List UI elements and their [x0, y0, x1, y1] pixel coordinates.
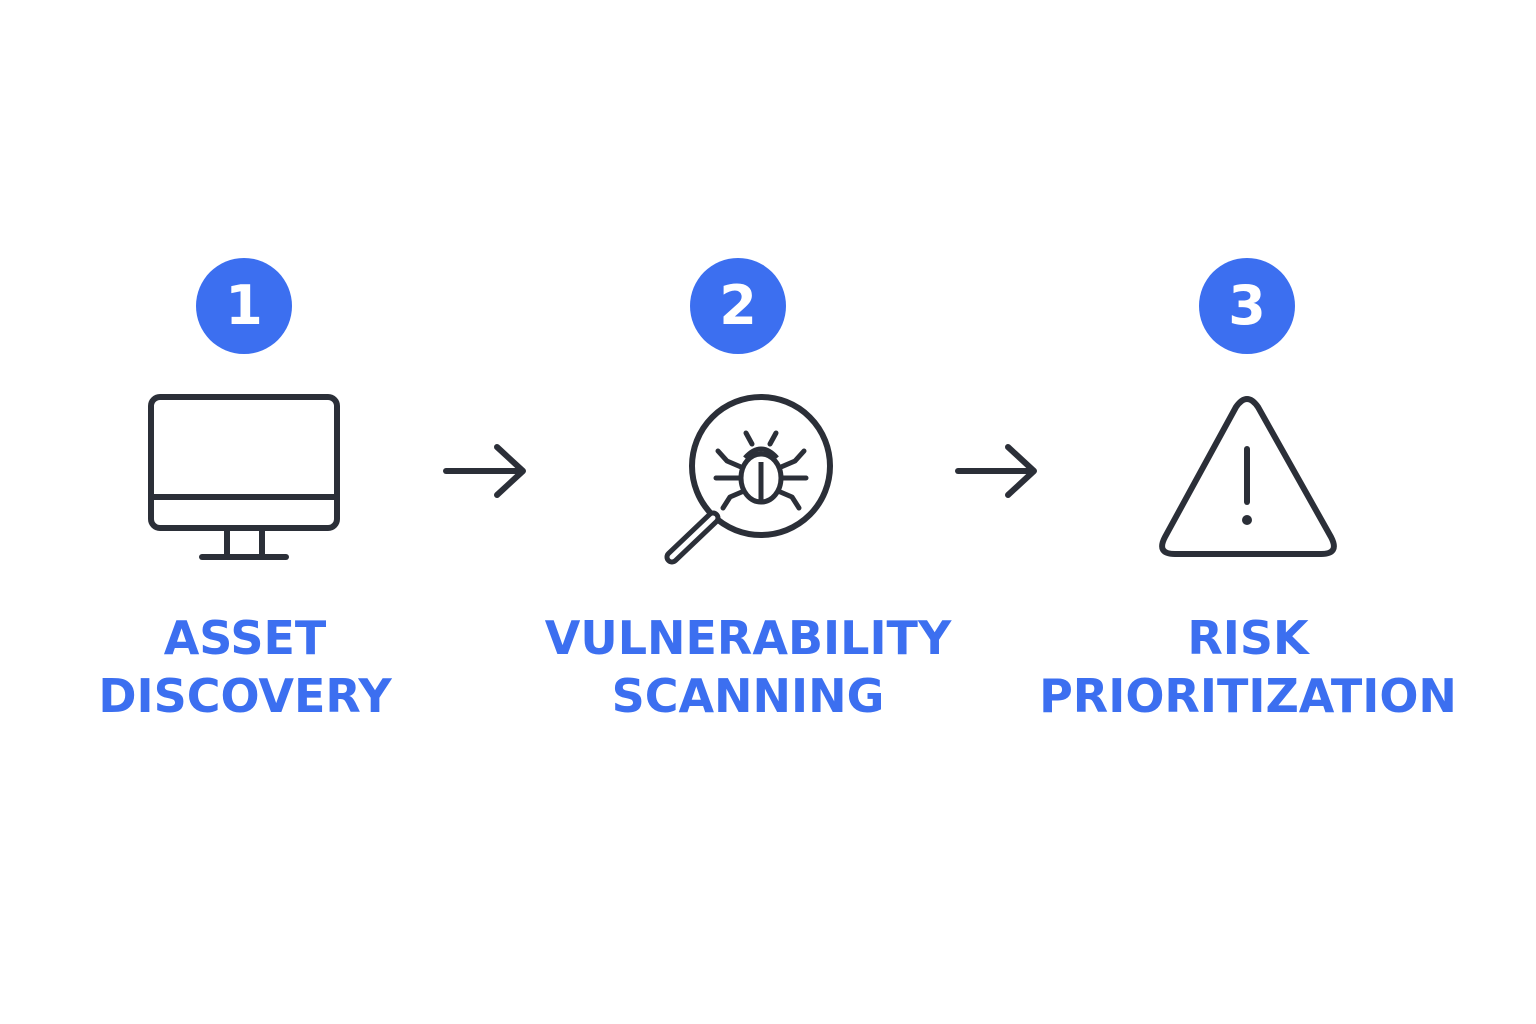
step-label-line1: RISK — [1187, 611, 1309, 665]
warning-triangle-icon — [1159, 396, 1337, 557]
step-number-badge: 2 — [690, 258, 786, 354]
step-label: RISK PRIORITIZATION — [1018, 609, 1478, 725]
step-label-line2: SCANNING — [611, 669, 885, 723]
step-number-badge: 1 — [196, 258, 292, 354]
step-label-line1: VULNERABILITY — [544, 611, 952, 665]
step-number-badge: 3 — [1199, 258, 1295, 354]
step-label-line2: PRIORITIZATION — [1039, 669, 1457, 723]
step-label: ASSET DISCOVERY — [15, 609, 475, 725]
bug-magnifier-icon — [664, 394, 833, 565]
step-label: VULNERABILITY SCANNING — [518, 609, 978, 725]
monitor-icon — [148, 394, 340, 560]
step-label-line2: DISCOVERY — [98, 669, 392, 723]
arrow-right-icon — [955, 444, 1037, 498]
arrow-right-icon — [443, 444, 526, 498]
step-label-line1: ASSET — [163, 611, 327, 665]
